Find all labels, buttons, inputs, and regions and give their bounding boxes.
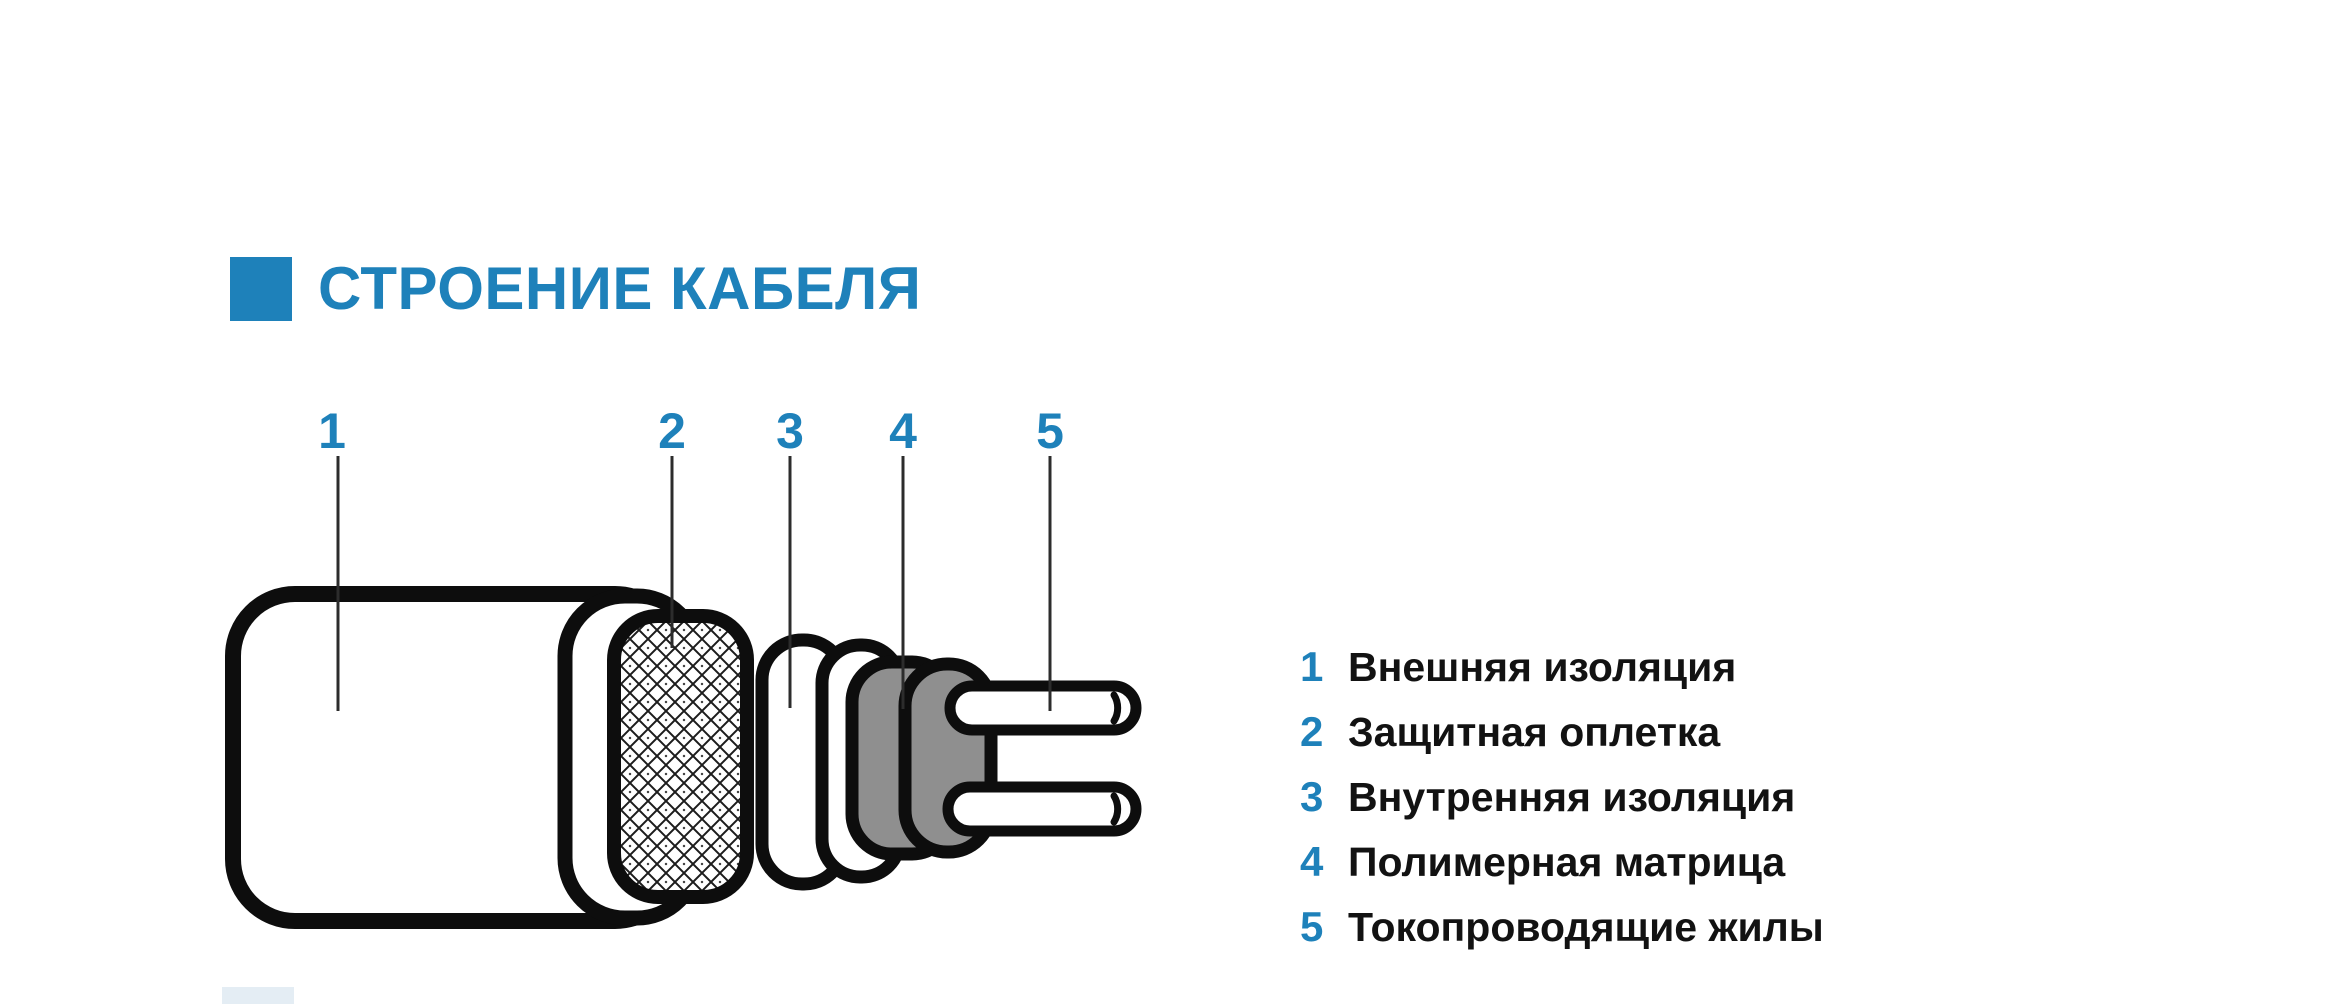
core-end-cap-bottom [1110,792,1122,826]
legend-number: 5 [1300,903,1324,950]
legend: 1 Внешняя изоляция 2 Защитная оплетка 3 … [1300,645,1824,970]
next-section-marker-fragment [222,987,294,1004]
callout-number-4: 4 [889,403,917,459]
section-title: СТРОЕНИЕ КАБЕЛЯ [318,255,922,322]
callout-number-5: 5 [1036,403,1064,459]
legend-number: 3 [1300,773,1324,820]
legend-label: Внутренняя изоляция [1348,774,1796,820]
section-header: СТРОЕНИЕ КАБЕЛЯ [230,257,921,321]
legend-item-conductive-cores: 5 Токопроводящие жилы [1300,903,1824,950]
legend-item-outer-insulation: 1 Внешняя изоляция [1300,643,1824,690]
legend-label: Внешняя изоляция [1348,644,1737,690]
callout-number-2: 2 [658,403,686,459]
legend-number: 2 [1300,708,1324,755]
legend-label: Защитная оплетка [1348,709,1721,755]
conductive-core-top [944,680,1142,736]
section-marker-square-icon [230,257,292,321]
protective-braid-layer [607,609,754,904]
legend-number: 1 [1300,643,1324,690]
core-end-cap-top [1110,691,1122,725]
legend-label: Токопроводящие жилы [1348,904,1824,950]
conductive-core-bottom [942,781,1142,837]
legend-number: 4 [1300,838,1324,885]
callout-number-1: 1 [318,403,346,459]
legend-item-inner-insulation: 3 Внутренняя изоляция [1300,773,1824,820]
legend-label: Полимерная матрица [1348,839,1786,885]
legend-item-protective-braid: 2 Защитная оплетка [1300,708,1824,755]
callout-number-3: 3 [776,403,804,459]
legend-item-polymer-matrix: 4 Полимерная матрица [1300,838,1824,885]
